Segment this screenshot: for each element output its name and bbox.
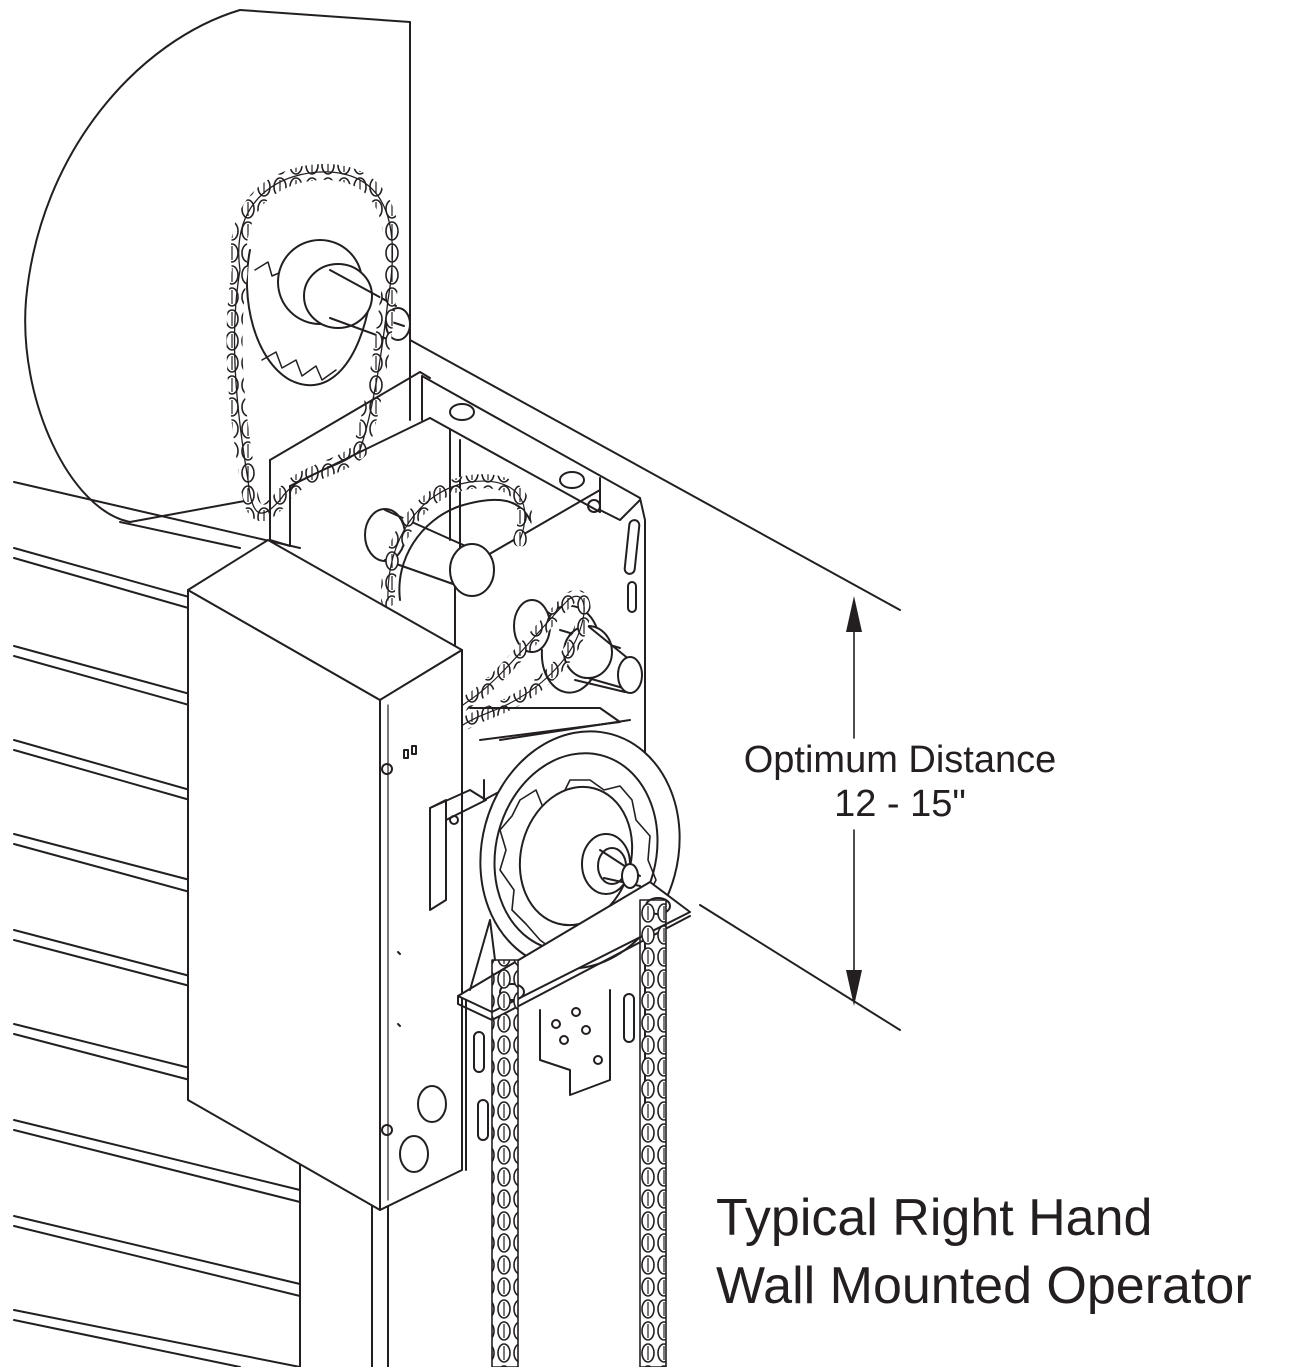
dimension-label-line1: Optimum Distance	[743, 739, 1057, 781]
dimension-arrow	[846, 596, 862, 1006]
limit-switch	[430, 708, 630, 910]
caption-line1: Typical Right Hand	[716, 1189, 1153, 1247]
motor-enclosure	[188, 540, 462, 1210]
caption-line2: Wall Mounted Operator	[716, 1257, 1252, 1315]
door-curtain	[14, 482, 300, 1367]
dimension-label-line2: 12 - 15"	[834, 783, 966, 825]
hand-chain-left	[492, 960, 518, 1367]
operator-frame	[270, 372, 645, 1110]
door-hood	[25, 10, 900, 1367]
hand-chain-right	[640, 900, 666, 1367]
